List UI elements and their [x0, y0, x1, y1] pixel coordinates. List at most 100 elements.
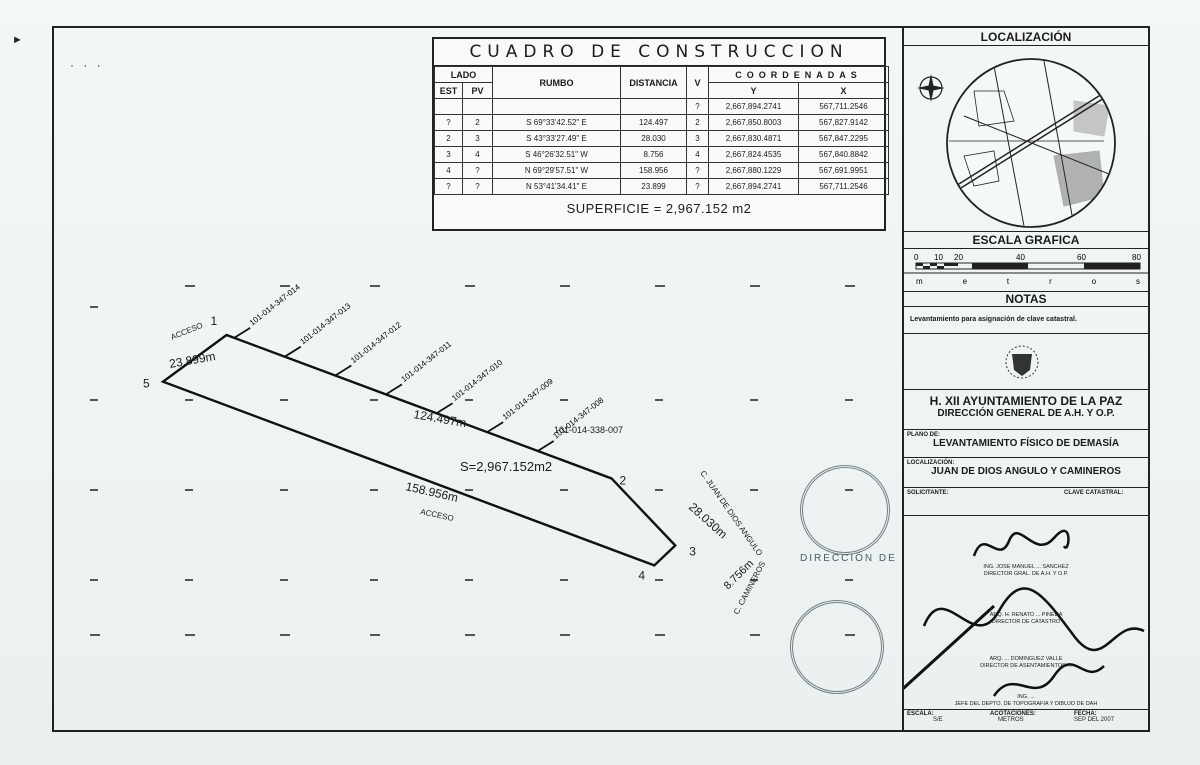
parcel-divider [385, 383, 403, 396]
header-distancia: DISTANCIA [620, 66, 687, 99]
construction-table-grid: LADO RUMBO DISTANCIA V COORDENADAS EST P… [434, 66, 890, 195]
grid-mark [280, 634, 290, 636]
plan-type-value: LEVANTAMIENTO FÍSICO DE DEMASÍA [932, 438, 1120, 449]
construction-table-title: CUADRO DE CONSTRUCCION [434, 39, 884, 66]
parcel-divider [284, 345, 302, 358]
side-label-12: 124.497m [412, 407, 467, 430]
grid-mark [185, 399, 193, 401]
grid-marks [90, 285, 855, 636]
grid-mark [90, 399, 98, 401]
grid-mark [560, 489, 568, 491]
scale-unit: m e t r o s [916, 277, 1140, 286]
grid-mark [280, 489, 288, 491]
dimensions-footer: ACOTACIONES: METROS [990, 711, 1036, 723]
grid-mark [560, 579, 568, 581]
parcel-label: 101-014-347-010 [450, 358, 504, 403]
grid-mark [845, 399, 853, 401]
cadastral-key-label: CLAVE CATASTRAL: [1064, 490, 1124, 496]
grid-mark [655, 285, 665, 287]
scale-tick-60: 60 [1077, 253, 1086, 262]
superficie-total: SUPERFICIE = 2,967.152 m2 [566, 201, 752, 216]
property-boundary [160, 333, 677, 567]
scale-tick-40: 40 [1016, 253, 1025, 262]
header-est: EST [434, 82, 463, 99]
grid-mark [185, 285, 195, 287]
parcel-divider [334, 364, 352, 377]
plan-type-label: PLANO DE: [907, 432, 940, 438]
footer-section: ESCALA: S/E ACOTACIONES: METROS FECHA: S… [904, 710, 1148, 730]
location-value-section: LOCALIZACIÓN: JUAN DE DIOS ANGULO Y CAMI… [904, 458, 1148, 488]
grid-mark [185, 579, 193, 581]
street-label-acceso-bottom: ACCESO [420, 507, 455, 523]
grid-mark [370, 489, 378, 491]
grid-mark [655, 399, 663, 401]
parcel-divider [486, 421, 504, 433]
scale-tick-0: 0 [914, 253, 919, 262]
dots-mark: · · · [70, 58, 104, 72]
vertex-label-3: 3 [689, 544, 696, 558]
plan-labels: 1 2 3 4 5 124.497m 28.030m 8.756m 158.95… [143, 314, 767, 616]
header-lado: LADO [434, 66, 493, 83]
official-stamp-2 [790, 600, 884, 694]
area-label: S=2,967.152m2 [460, 459, 552, 474]
grid-mark [90, 579, 98, 581]
grid-mark [465, 399, 473, 401]
official-stamp-1 [800, 465, 890, 555]
signature-block-4: ING. ...JEFE DEL DEPTO. DE TOPOGRAFIA Y … [954, 694, 1098, 707]
parcel-label: 101-014-347-011 [400, 339, 454, 384]
north-arrow-icon [917, 74, 945, 102]
grid-mark [465, 489, 473, 491]
street-label-acceso-top: ACCESO [169, 321, 204, 342]
grid-mark [280, 579, 288, 581]
grid-mark [560, 285, 570, 287]
grid-mark [560, 399, 568, 401]
survey-plan: 101-014-347-014101-014-347-013101-014-34… [90, 282, 855, 636]
vertex-label-1: 1 [211, 314, 218, 328]
grid-mark [750, 399, 758, 401]
blank-notes-area [904, 334, 1148, 390]
grid-mark [280, 285, 290, 287]
scale-header: ESCALA GRAFICA [904, 232, 1148, 249]
plan-type-section: PLANO DE: LEVANTAMIENTO FÍSICO DE DEMASÍ… [904, 430, 1148, 458]
parcel-label: 101-014-347-014 [248, 282, 302, 327]
drawing-frame [52, 26, 1150, 732]
grid-mark [655, 634, 665, 636]
grid-mark [370, 285, 380, 287]
parcel-divider [537, 440, 555, 452]
construction-table: CUADRO DE CONSTRUCCION LADO RUMBO DISTAN… [432, 37, 890, 231]
parcel-label: 101-014-347-012 [349, 320, 403, 365]
signature-marks [882, 529, 1145, 708]
grid-mark [655, 579, 663, 581]
grid-mark [90, 489, 98, 491]
header-v: V [686, 66, 709, 99]
grid-mark [750, 285, 760, 287]
grid-mark [185, 634, 195, 636]
notes-section: NOTAS Levantamiento para asignación de c… [904, 292, 1148, 334]
grid-mark [370, 634, 380, 636]
date-footer: FECHA: SEP DEL 2007 [1074, 711, 1115, 723]
grid-mark [655, 489, 663, 491]
authority-direction: DIRECCIÓN GENERAL DE A.H. Y O.P. [937, 408, 1115, 419]
scale-tick-10: 10 [934, 253, 943, 262]
side-label-51: 23.899m [168, 349, 216, 371]
location-map [917, 58, 1116, 228]
notes-text: Levantamiento para asignación de clave c… [910, 316, 1077, 323]
grid-mark [560, 634, 570, 636]
grid-mark [370, 579, 378, 581]
header-coordenadas: COORDENADAS [707, 66, 890, 83]
grid-mark [750, 634, 760, 636]
parcel-layer: 101-014-347-014101-014-347-013101-014-34… [233, 282, 606, 452]
grid-mark [90, 634, 100, 636]
municipal-seal-icon [1005, 345, 1039, 379]
vertex-label-5: 5 [143, 377, 150, 391]
grid-mark [750, 489, 758, 491]
parcel-divider [233, 327, 251, 339]
scale-section: ESCALA GRAFICA 0 10 20 40 60 80 m e t r … [904, 232, 1148, 292]
grid-mark [185, 489, 193, 491]
grid-mark [465, 634, 475, 636]
